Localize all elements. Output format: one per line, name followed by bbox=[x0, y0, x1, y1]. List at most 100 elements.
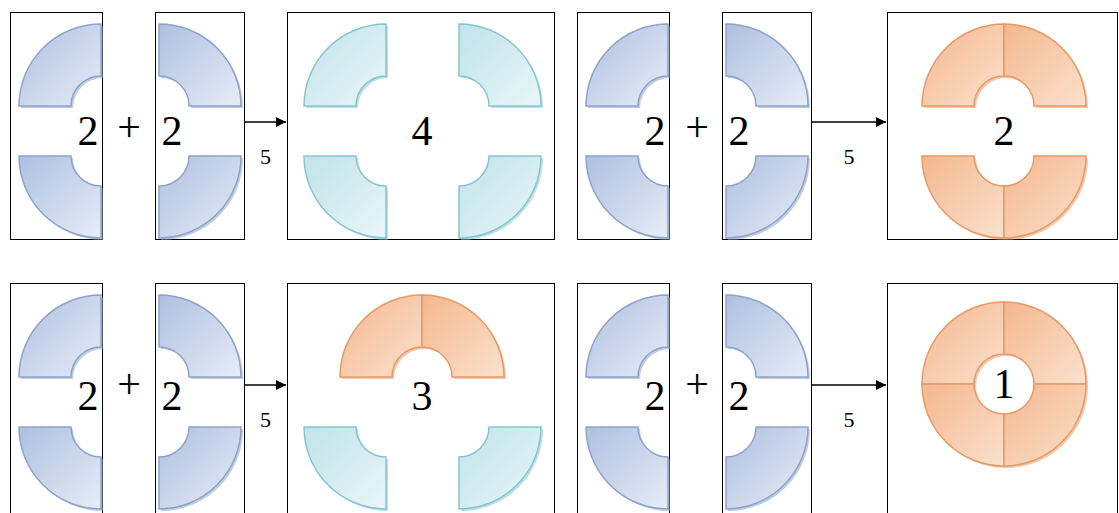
count-number: 2 bbox=[162, 375, 183, 417]
piece-face bbox=[922, 24, 1004, 106]
piece-face bbox=[159, 156, 241, 238]
count-number: 4 bbox=[412, 110, 433, 152]
piece-box: 3 bbox=[287, 283, 555, 513]
piece-box: 2 bbox=[577, 283, 670, 513]
piece-face bbox=[1004, 156, 1086, 238]
quarter-ring bbox=[304, 156, 388, 240]
quarter-ring bbox=[459, 156, 543, 240]
count-number: 3 bbox=[412, 375, 433, 417]
piece-face bbox=[304, 156, 386, 238]
piece-face bbox=[19, 295, 101, 377]
piece-box: 2 bbox=[577, 12, 670, 240]
quarter-ring bbox=[922, 302, 1006, 386]
count-number: 2 bbox=[994, 110, 1015, 152]
piece-face bbox=[586, 24, 668, 106]
arrow-subscript: 5 bbox=[844, 146, 855, 168]
arrow-subscript: 5 bbox=[260, 146, 271, 168]
plus-sign: + bbox=[117, 363, 141, 405]
count-number: 2 bbox=[729, 375, 750, 417]
piece-box: 1 bbox=[887, 283, 1118, 513]
piece-face bbox=[726, 24, 808, 106]
piece-box: 2 bbox=[155, 283, 245, 513]
quarter-ring bbox=[726, 24, 810, 108]
piece-face bbox=[159, 295, 241, 377]
quarter-ring bbox=[19, 427, 103, 511]
piece-box: 2 bbox=[722, 283, 812, 513]
piece-face bbox=[159, 427, 241, 509]
quarter-ring bbox=[459, 427, 543, 511]
piece-face bbox=[340, 295, 422, 377]
count-number: 2 bbox=[645, 375, 666, 417]
piece-box: 2 bbox=[10, 12, 103, 240]
piece-face bbox=[1004, 302, 1086, 384]
piece-face bbox=[922, 156, 1004, 238]
quarter-ring bbox=[159, 295, 243, 379]
piece-face bbox=[586, 427, 668, 509]
piece-face bbox=[726, 156, 808, 238]
quarter-ring bbox=[159, 24, 243, 108]
piece-face bbox=[922, 384, 1004, 466]
piece-box: 2 bbox=[887, 12, 1118, 240]
piece-face bbox=[1004, 384, 1086, 466]
quarter-ring bbox=[459, 24, 543, 108]
piece-face bbox=[304, 24, 386, 106]
piece-face bbox=[586, 156, 668, 238]
piece-face bbox=[726, 427, 808, 509]
quarter-ring bbox=[726, 295, 810, 379]
quarter-ring bbox=[304, 24, 388, 108]
reaction-arrow bbox=[245, 121, 286, 123]
reaction-arrow bbox=[245, 384, 286, 386]
quarter-ring bbox=[340, 295, 424, 379]
quarter-ring bbox=[1004, 302, 1088, 386]
count-number: 2 bbox=[78, 375, 99, 417]
quarter-ring bbox=[1004, 156, 1088, 240]
plus-sign: + bbox=[117, 106, 141, 148]
count-number: 2 bbox=[729, 110, 750, 152]
quarter-ring bbox=[159, 427, 243, 511]
reaction-arrow bbox=[812, 121, 886, 123]
quarter-ring bbox=[922, 156, 1006, 240]
arrow-subscript: 5 bbox=[260, 409, 271, 431]
quarter-ring bbox=[586, 427, 670, 511]
quarter-ring bbox=[19, 295, 103, 379]
reaction-arrow bbox=[812, 384, 886, 386]
plus-sign: + bbox=[685, 363, 709, 405]
quarter-ring bbox=[586, 24, 670, 108]
piece-box: 2 bbox=[10, 283, 103, 513]
piece-face bbox=[922, 302, 1004, 384]
quarter-ring bbox=[586, 156, 670, 240]
piece-face bbox=[586, 295, 668, 377]
piece-face bbox=[19, 24, 101, 106]
piece-face bbox=[304, 427, 386, 509]
count-number: 1 bbox=[994, 363, 1015, 405]
quarter-ring bbox=[19, 24, 103, 108]
quarter-ring bbox=[726, 156, 810, 240]
quarter-ring bbox=[304, 427, 388, 511]
piece-face bbox=[19, 156, 101, 238]
piece-face bbox=[459, 156, 541, 238]
quarter-ring bbox=[726, 427, 810, 511]
quarter-ring bbox=[586, 295, 670, 379]
quarter-ring bbox=[922, 384, 1006, 468]
quarter-ring bbox=[922, 24, 1006, 108]
piece-face bbox=[422, 295, 504, 377]
piece-face bbox=[1004, 24, 1086, 106]
piece-box: 2 bbox=[155, 12, 245, 240]
piece-box: 2 bbox=[722, 12, 812, 240]
piece-face bbox=[726, 295, 808, 377]
count-number: 2 bbox=[162, 110, 183, 152]
plus-sign: + bbox=[685, 106, 709, 148]
piece-face bbox=[159, 24, 241, 106]
piece-face bbox=[459, 427, 541, 509]
quarter-ring bbox=[19, 156, 103, 240]
quarter-ring bbox=[1004, 24, 1088, 108]
count-number: 2 bbox=[645, 110, 666, 152]
quarter-ring bbox=[1004, 384, 1088, 468]
piece-face bbox=[459, 24, 541, 106]
quarter-ring bbox=[422, 295, 506, 379]
count-number: 2 bbox=[78, 110, 99, 152]
piece-box: 4 bbox=[287, 12, 555, 240]
arrow-subscript: 5 bbox=[844, 409, 855, 431]
piece-face bbox=[19, 427, 101, 509]
